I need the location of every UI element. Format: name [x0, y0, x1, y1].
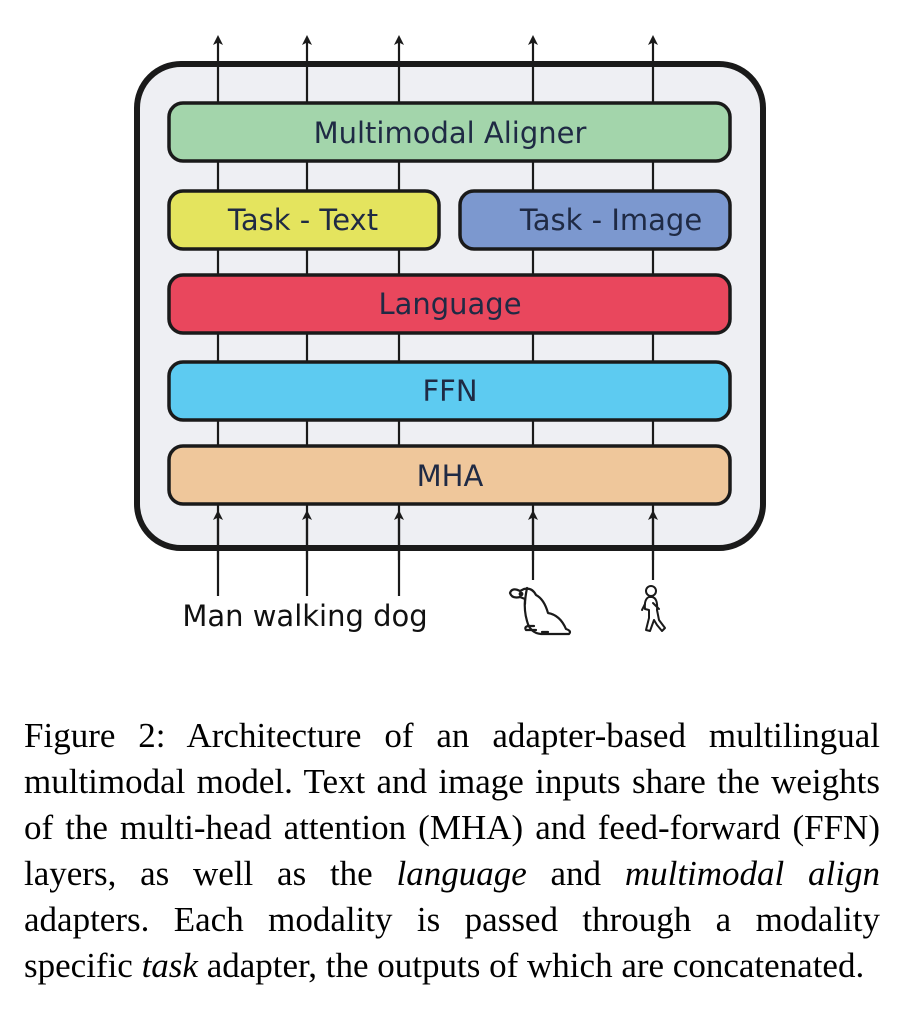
figure-caption: Figure 2: Architecture of an adapter-bas… — [24, 716, 880, 985]
task-image-label: Task - Image — [519, 203, 702, 237]
language-label: Language — [378, 287, 521, 321]
walking-person-icon — [641, 585, 666, 632]
aligner-layer — [167, 101, 732, 163]
ffn-label: FFN — [422, 374, 477, 408]
language-layer — [167, 273, 732, 335]
input-text-label: Man walking dog — [182, 599, 427, 633]
mha-label: MHA — [417, 459, 484, 493]
task-image-layer — [458, 189, 732, 251]
task-text-layer — [167, 189, 441, 251]
dog-icon — [508, 586, 572, 636]
mha-layer — [167, 444, 732, 506]
ffn-layer — [167, 360, 732, 422]
architecture-diagram: Multimodal Aligner Task - Text Task - Im… — [134, 35, 766, 636]
task-text-label: Task - Text — [227, 203, 378, 237]
aligner-label: Multimodal Aligner — [314, 116, 587, 150]
